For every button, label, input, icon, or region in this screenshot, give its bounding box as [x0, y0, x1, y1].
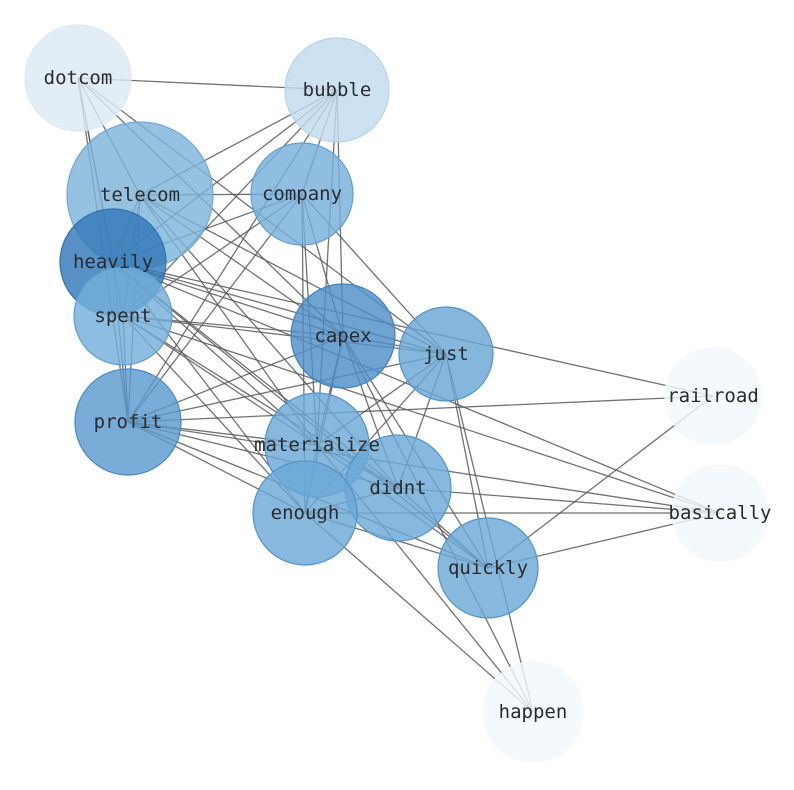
- graph-edge: [127, 395, 714, 423]
- graph-edge: [122, 315, 721, 514]
- graph-node-enough[interactable]: [252, 460, 358, 566]
- graph-node-company[interactable]: [250, 142, 354, 246]
- graph-node-happen[interactable]: [482, 661, 584, 763]
- node-layer: [24, 24, 769, 763]
- graph-edge: [127, 353, 447, 423]
- graph-node-railroad[interactable]: [664, 347, 762, 445]
- graph-node-bubble[interactable]: [284, 37, 390, 143]
- graph-node-capex[interactable]: [290, 283, 396, 389]
- graph-node-spent[interactable]: [73, 266, 173, 366]
- graph-edge: [316, 89, 338, 446]
- graph-node-didnt[interactable]: [344, 434, 452, 542]
- graph-node-basically[interactable]: [671, 464, 769, 562]
- graph-node-just[interactable]: [398, 306, 494, 402]
- graph-node-profit[interactable]: [74, 368, 182, 476]
- graph-node-dotcom[interactable]: [24, 24, 132, 132]
- graph-edge: [397, 487, 721, 514]
- graph-node-quickly[interactable]: [437, 517, 539, 619]
